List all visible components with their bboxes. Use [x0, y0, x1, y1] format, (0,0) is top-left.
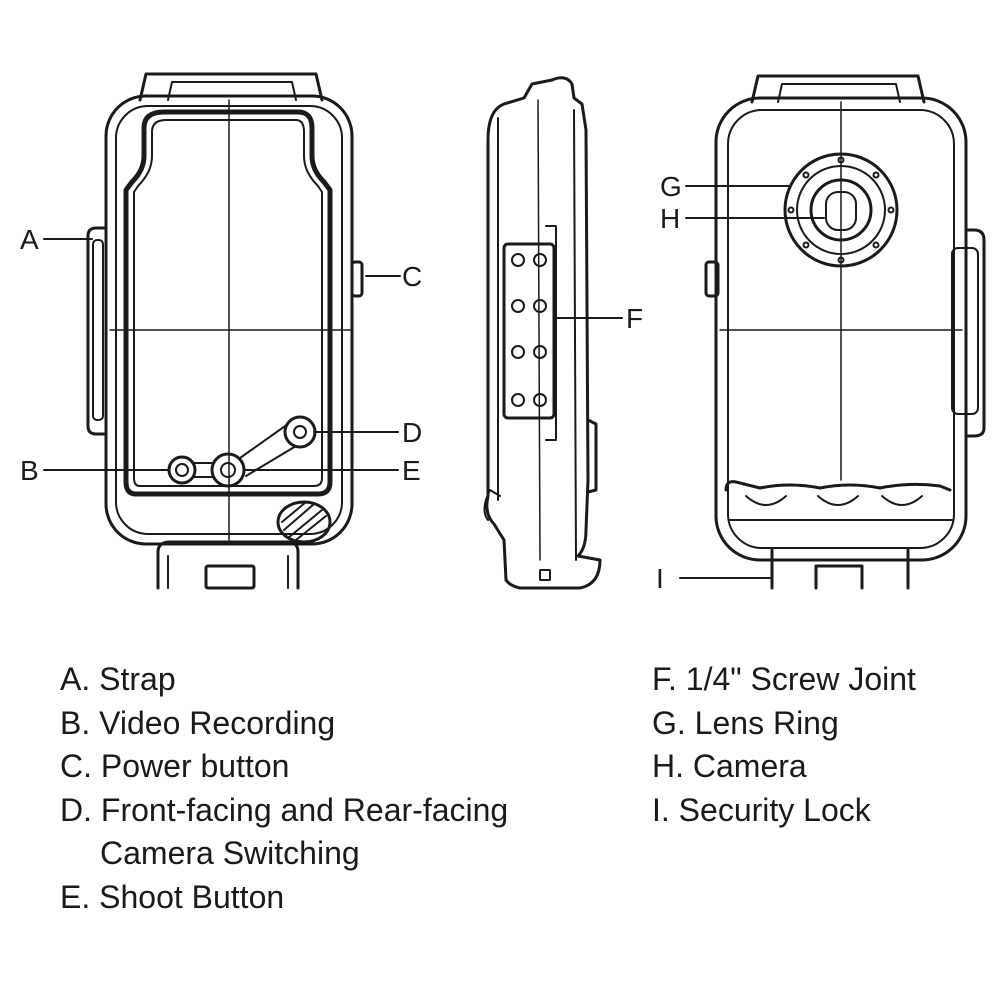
security-lock [814, 564, 864, 590]
callout-a: A [20, 224, 39, 255]
screw-joint-plate [502, 242, 556, 420]
legend-right: F. 1/4" Screw Joint G. Lens Ring H. Came… [652, 658, 916, 832]
legend-item-a: A. Strap [60, 661, 176, 697]
lens-ring [783, 152, 899, 268]
legend-item-c: C. Power button [60, 748, 290, 784]
front-screen-window [123, 109, 333, 497]
callout-g: G [660, 171, 682, 202]
speaker-grille [276, 500, 332, 544]
callout-c: C [402, 261, 422, 292]
camera-switch-button [283, 415, 317, 449]
strap [86, 226, 108, 436]
callout-d: D [402, 417, 422, 448]
callout-b: B [20, 455, 39, 486]
back-view [704, 74, 986, 590]
legend-item-h: H. Camera [652, 748, 807, 784]
leader-lines [43, 185, 825, 579]
legend-left: A. Strap B. Video Recording C. Power but… [60, 658, 508, 919]
side-view [483, 76, 602, 590]
camera-lens [809, 178, 873, 242]
legend-item-d-continuation: Camera Switching [100, 835, 360, 871]
legend-item-e: E. Shoot Button [60, 878, 285, 915]
back-top-clip [750, 74, 926, 104]
power-button [350, 260, 364, 298]
legend-item-d-text: D. Front-facing and Rear-facing [60, 791, 509, 828]
legend-item-b: B. Video Recording [60, 704, 336, 741]
front-view [86, 72, 364, 590]
video-recording-button [167, 455, 197, 485]
front-top-clip [138, 72, 324, 102]
callout-f: F [626, 303, 643, 334]
waterproof-case-diagram: A C D B E F G H I [20, 72, 986, 594]
legend-item-i: I. Security Lock [652, 791, 871, 828]
legend-item-d: D. Front-facing and Rear-facing Camera S… [60, 789, 508, 876]
callout-e: E [402, 455, 421, 486]
legend-item-g: G. Lens Ring [652, 704, 839, 741]
callout-i: I [656, 563, 664, 594]
callout-h: H [660, 203, 680, 234]
shoot-button [210, 452, 246, 488]
back-case-body [714, 96, 968, 562]
legend-item-f: F. 1/4" Screw Joint [652, 661, 916, 697]
front-case-body [104, 94, 354, 546]
